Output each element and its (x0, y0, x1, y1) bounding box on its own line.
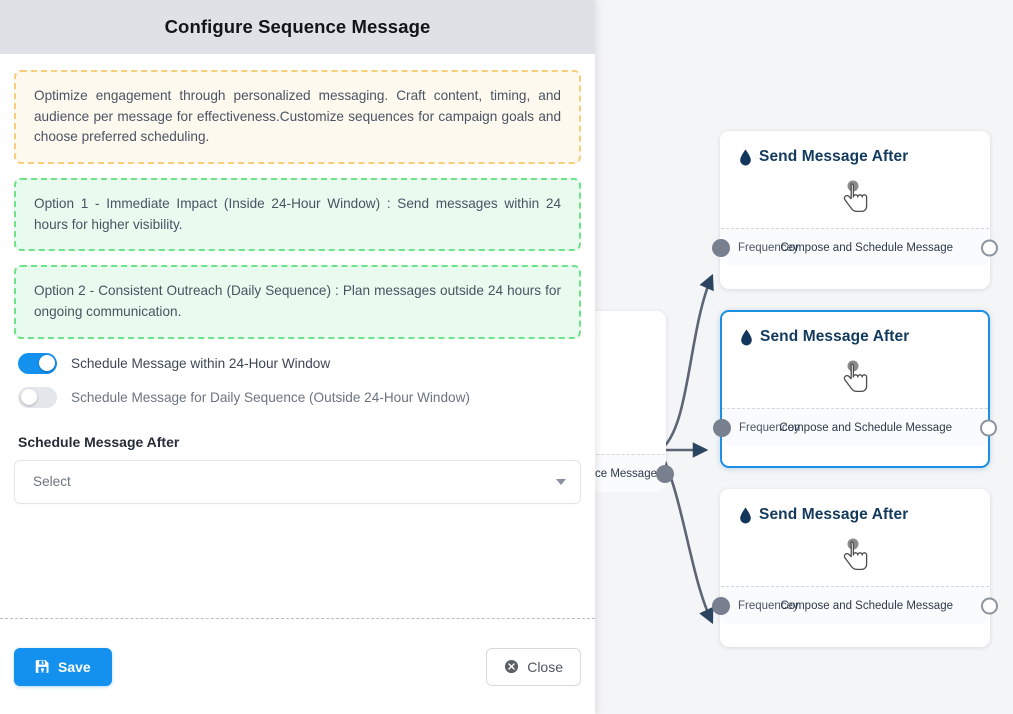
hand-pointer-icon (843, 180, 868, 213)
flow-node-1[interactable]: Send Message After Frequencey Compose an… (712, 131, 998, 289)
node-3-body (721, 524, 989, 586)
water-drop-icon (740, 149, 751, 165)
node-2-body (722, 346, 988, 408)
node-2-input-port[interactable] (713, 418, 731, 437)
water-drop-icon (740, 507, 751, 523)
node-3-output-label: Compose and Schedule Message (780, 599, 953, 612)
save-button-label: Save (58, 658, 91, 675)
toggle-knob (38, 355, 55, 372)
node-2-output-port[interactable] (980, 419, 997, 436)
chevron-down-icon (556, 478, 566, 485)
water-drop-icon (741, 329, 752, 345)
node-2-title: Send Message After (760, 328, 910, 345)
node-1-body (721, 166, 989, 228)
flow-node-2[interactable]: Send Message After Frequencey Compose an… (713, 310, 997, 468)
node-2-footer: Frequencey Compose and Schedule Message (713, 408, 997, 446)
schedule-after-selected-value: Select (33, 474, 71, 490)
save-button[interactable]: Save (14, 647, 112, 686)
toggle-label-within-24h: Schedule Message within 24-Hour Window (71, 355, 331, 371)
node-3-header: Send Message After (721, 490, 989, 524)
flow-node-3[interactable]: Send Message After Frequencey Compose an… (712, 489, 998, 647)
toggle-schedule-daily-sequence[interactable] (18, 386, 57, 408)
circle-x-icon (505, 659, 519, 674)
node-1-output-port[interactable] (981, 239, 998, 256)
panel-body: Optimize engagement through personalized… (0, 54, 595, 618)
node-3-input-label: Frequencey (738, 599, 799, 612)
floppy-save-icon (35, 660, 49, 673)
page-title: Configure Sequence Message (164, 16, 431, 37)
panel-footer: Save Close (0, 618, 595, 714)
node-2-output-label: Compose and Schedule Message (779, 421, 952, 434)
node-1-title: Send Message After (759, 148, 909, 165)
toggle-schedule-within-24h[interactable] (18, 352, 57, 374)
node-2-input-label: Frequencey (739, 421, 800, 434)
node-3-title: Send Message After (759, 506, 909, 523)
node-output-port[interactable] (656, 464, 674, 483)
panel-header: Configure Sequence Message (0, 0, 595, 54)
close-button-label: Close (527, 658, 563, 675)
schedule-after-select[interactable]: Select (14, 459, 581, 504)
info-callout: Optimize engagement through personalized… (14, 70, 581, 164)
schedule-after-field-group: Schedule Message After Select (14, 434, 581, 504)
toggle-row-within-24h[interactable]: Schedule Message within 24-Hour Window (18, 352, 581, 374)
configure-sequence-panel: Configure Sequence Message Optimize enga… (0, 0, 595, 714)
node-1-output-label: Compose and Schedule Message (780, 241, 953, 254)
node-1-header: Send Message After (721, 132, 989, 166)
close-button[interactable]: Close (486, 647, 581, 686)
node-1-footer: Frequencey Compose and Schedule Message (712, 228, 998, 266)
node-output-label: ce Message (594, 467, 657, 480)
option-1-callout: Option 1 - Immediate Impact (Inside 24-H… (14, 177, 581, 252)
toggle-label-daily-sequence: Schedule Message for Daily Sequence (Out… (71, 389, 470, 405)
hand-pointer-icon (843, 538, 868, 571)
node-1-input-port[interactable] (712, 238, 730, 257)
option-2-callout: Option 2 - Consistent Outreach (Daily Se… (14, 265, 581, 339)
node-3-output-port[interactable] (981, 597, 998, 614)
node-3-footer: Frequencey Compose and Schedule Message (712, 586, 998, 624)
schedule-after-label: Schedule Message After (18, 433, 180, 450)
toggle-knob (20, 389, 37, 406)
hand-pointer-icon (843, 360, 868, 393)
toggle-row-daily-sequence[interactable]: Schedule Message for Daily Sequence (Out… (18, 386, 581, 408)
node-1-input-label: Frequencey (738, 241, 799, 254)
node-3-input-port[interactable] (712, 596, 730, 615)
node-2-header: Send Message After (722, 312, 988, 346)
